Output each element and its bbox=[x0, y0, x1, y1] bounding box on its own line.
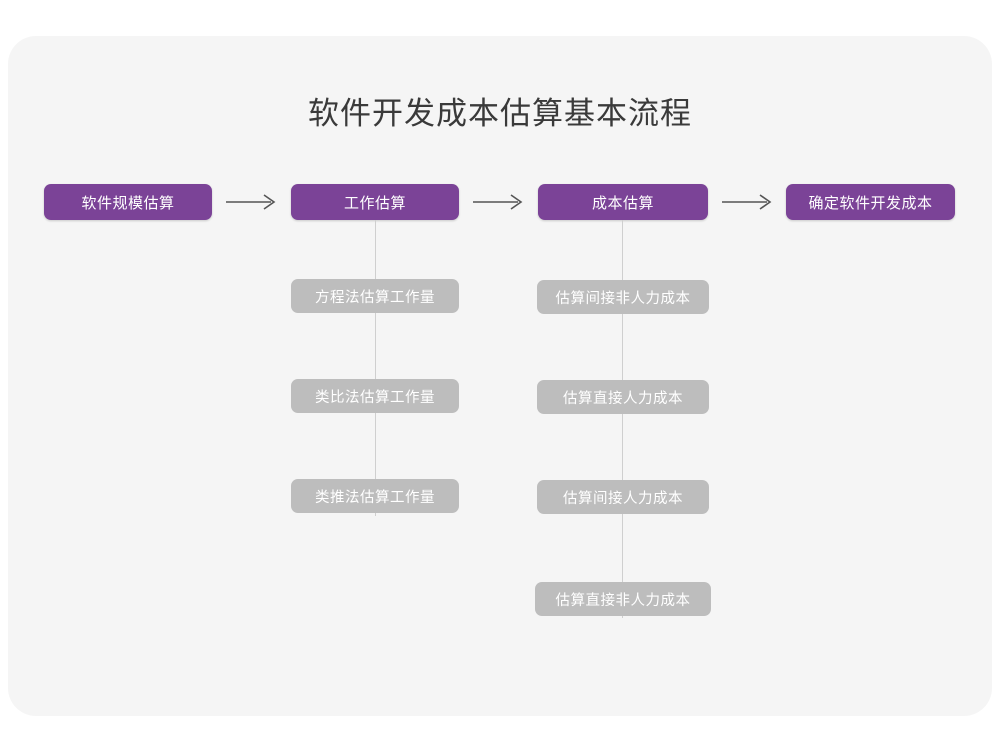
content-card bbox=[8, 36, 992, 716]
flow-node-cost-4[interactable]: 估算直接非人力成本 bbox=[535, 582, 711, 616]
flow-node-cost-2[interactable]: 估算直接人力成本 bbox=[537, 380, 709, 414]
flow-node-cost-1[interactable]: 估算间接非人力成本 bbox=[537, 280, 709, 314]
flow-node-work-1[interactable]: 方程法估算工作量 bbox=[291, 279, 459, 313]
flow-node-step-4[interactable]: 确定软件开发成本 bbox=[786, 184, 955, 220]
branch-connector-work bbox=[375, 220, 376, 516]
page-title: 软件开发成本估算基本流程 bbox=[308, 96, 692, 131]
flow-node-step-3[interactable]: 成本估算 bbox=[538, 184, 708, 220]
flow-node-step-1[interactable]: 软件规模估算 bbox=[44, 184, 212, 220]
arrow-right-icon-1 bbox=[226, 193, 278, 211]
flow-node-step-2[interactable]: 工作估算 bbox=[291, 184, 459, 220]
flow-node-work-3[interactable]: 类推法估算工作量 bbox=[291, 479, 459, 513]
arrow-right-icon-2 bbox=[473, 193, 525, 211]
branch-connector-cost bbox=[622, 220, 623, 618]
flow-node-work-2[interactable]: 类比法估算工作量 bbox=[291, 379, 459, 413]
flow-node-cost-3[interactable]: 估算间接人力成本 bbox=[537, 480, 709, 514]
arrow-right-icon-3 bbox=[722, 193, 774, 211]
